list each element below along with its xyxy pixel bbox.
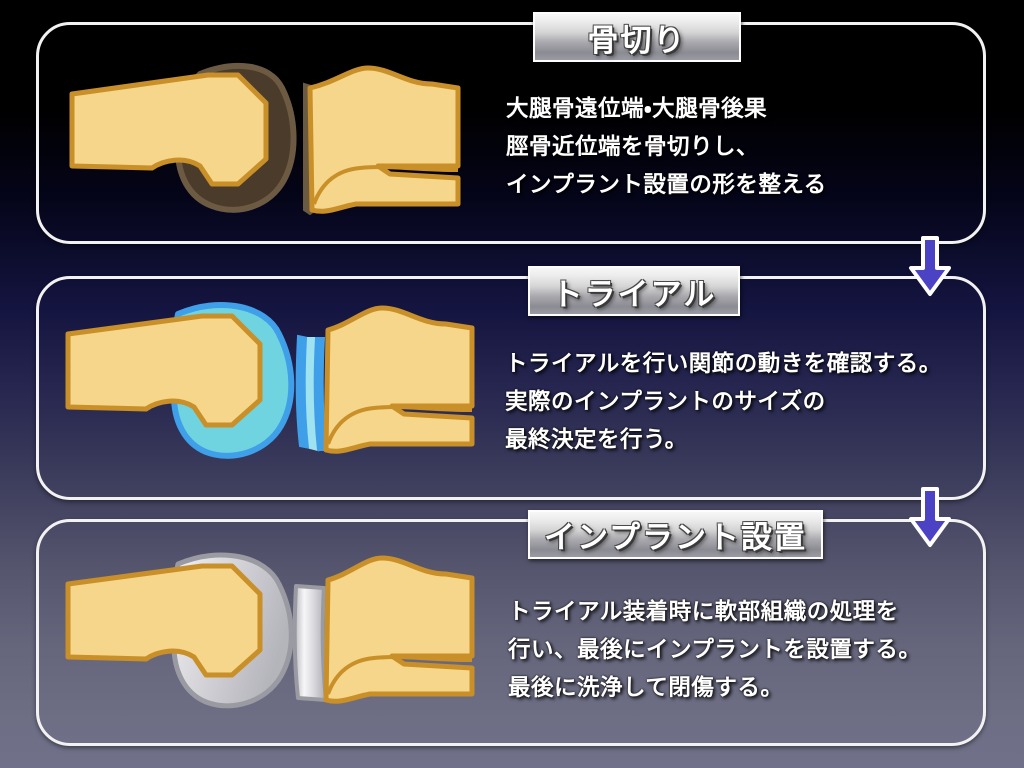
title-plate-implant-placement: インプラント設置: [528, 510, 823, 559]
body-line: 行い、最後にインプラントを設置する。: [508, 637, 922, 663]
panel-trial: [36, 276, 986, 500]
body-line: 脛骨近位端を骨切りし、: [506, 134, 760, 160]
tibial-implant-insert: [292, 584, 328, 702]
body-line: トライアル装着時に軟部組織の処理を: [508, 599, 899, 625]
tibia-bone: [323, 555, 475, 704]
arrow-panel1-to-panel2: [909, 236, 951, 296]
panel-implant-placement: [36, 519, 986, 746]
body-line: 大腿骨遠位端・大腿骨後果: [506, 96, 768, 122]
down-arrow-shape: [909, 487, 951, 547]
body-line: 最後に洗浄して閉傷する。: [508, 675, 784, 701]
panel-title-text: 骨切り: [587, 22, 687, 59]
illustration-trial: [65, 301, 475, 459]
tibia-bone: [303, 65, 461, 216]
title-plate-bone-cut: 骨切り: [533, 12, 741, 62]
panel-bone-cut: [36, 22, 986, 244]
body-line: インプラント設置の形を整える: [506, 172, 827, 198]
title-plate-trial: トライアル: [528, 266, 740, 316]
tibial-trial-insert: [295, 334, 328, 452]
arrow-panel2-to-panel3: [909, 487, 951, 547]
panel-body-trial: トライアルを行い関節の動きを確認する。 実際のインプラントのサイズの 最終決定を…: [505, 345, 942, 459]
down-arrow-shape: [909, 236, 951, 296]
tibia-bone: [323, 305, 475, 454]
panel-body-implant-placement: トライアル装着時に軟部組織の処理を 行い、最後にインプラントを設置する。 最後に…: [508, 593, 921, 707]
femur-bone: [65, 313, 263, 428]
illustration-bone-cut: [69, 62, 461, 216]
body-line: トライアルを行い関節の動きを確認する。: [505, 351, 942, 377]
panel-body-bone-cut: 大腿骨遠位端・大腿骨後果 脛骨近位端を骨切りし、 インプラント設置の形を整える: [506, 90, 827, 204]
femur-bone: [69, 72, 269, 187]
panel-title-text: インプラント設置: [543, 520, 808, 556]
body-line: 実際のインプラントのサイズの: [505, 389, 826, 415]
femur-bone: [65, 563, 263, 678]
body-line: 最終決定を行う。: [505, 427, 688, 453]
panel-title-text: トライアル: [551, 276, 717, 313]
illustration-implant-placement: [65, 552, 475, 709]
